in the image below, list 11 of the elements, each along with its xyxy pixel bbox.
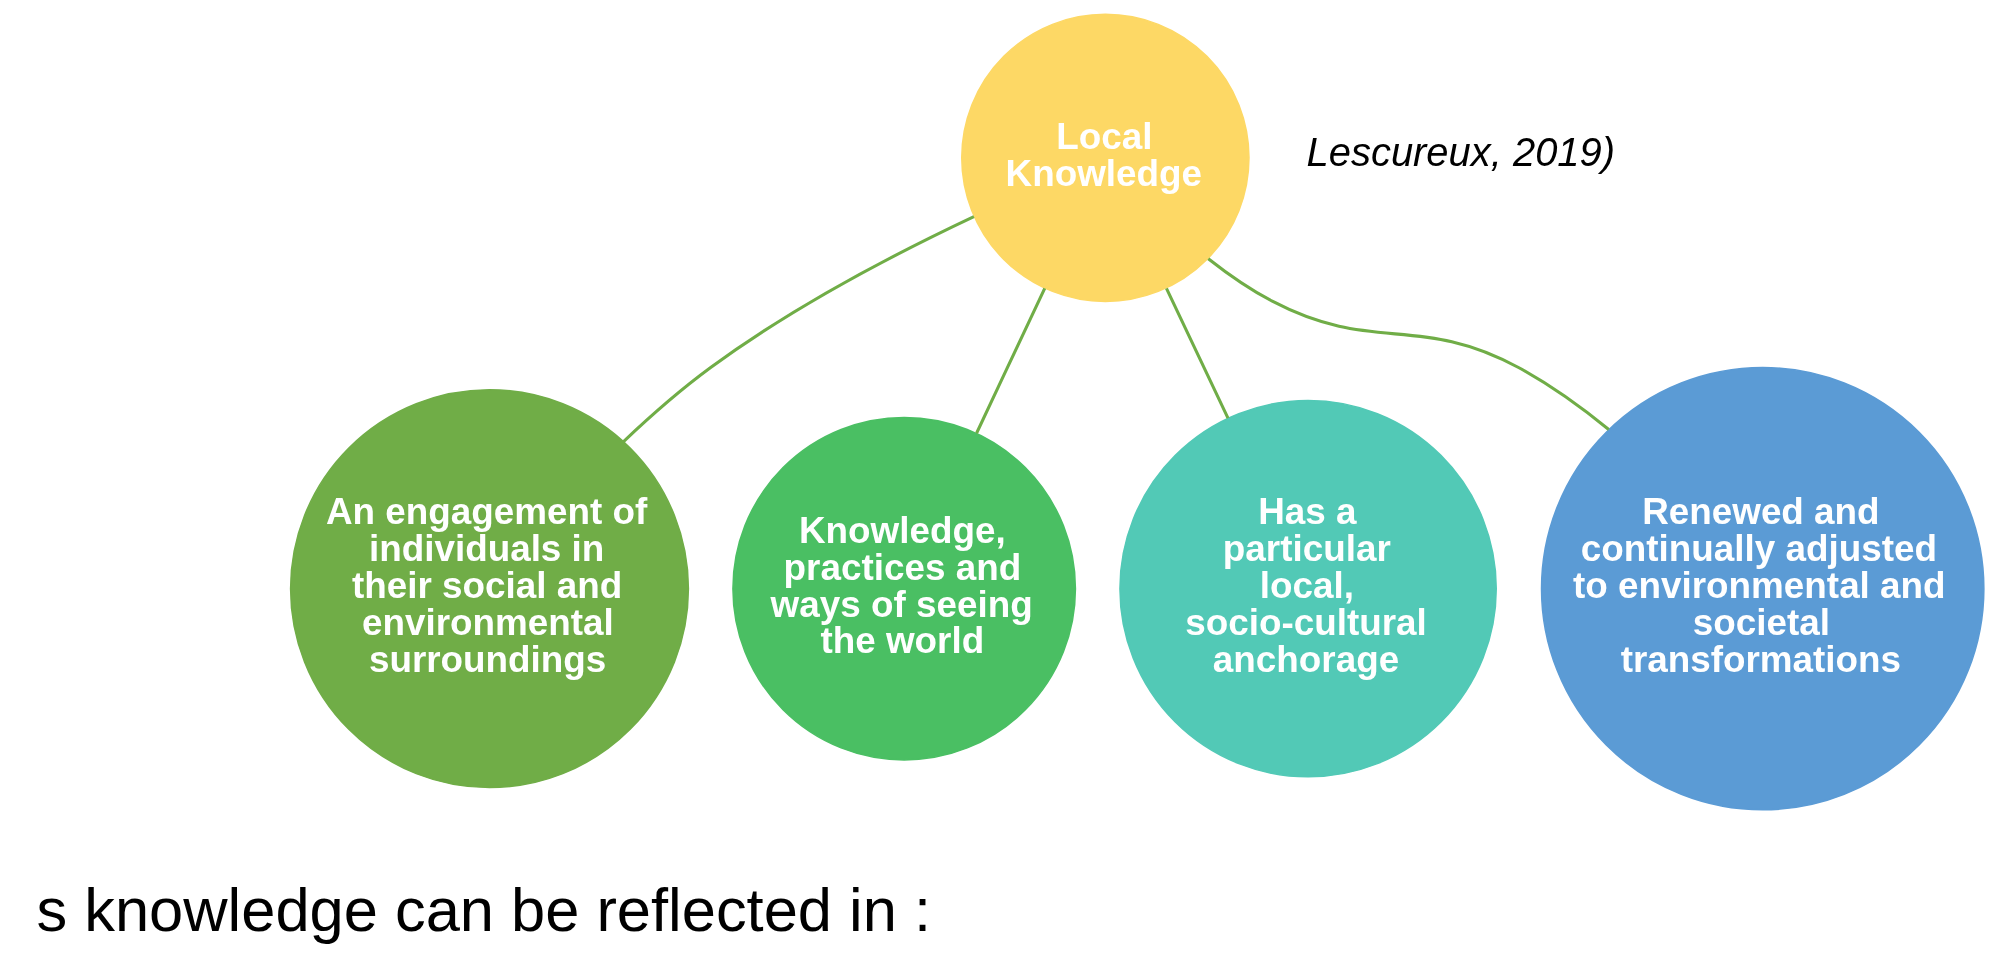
connector [622,215,975,443]
connector [1165,287,1230,419]
node-circle: Local Knowledge [961,13,1250,303]
connector [1207,257,1610,431]
node-circle: An engagement of individuals in their social and environmental surroundings [289,389,690,789]
node-circle: Has a particular local, socio-cultural anchorage [1119,399,1497,778]
label: Lescureux, 2019) [1306,130,1616,175]
node-circle: Renewed and continually adjusted to environmental and societal transformations [1540,366,1985,811]
node-circle: Knowledge, practices and ways of seeing the world [732,416,1077,761]
label: s knowledge can be reflected in : [36,875,932,945]
connector [975,287,1047,434]
